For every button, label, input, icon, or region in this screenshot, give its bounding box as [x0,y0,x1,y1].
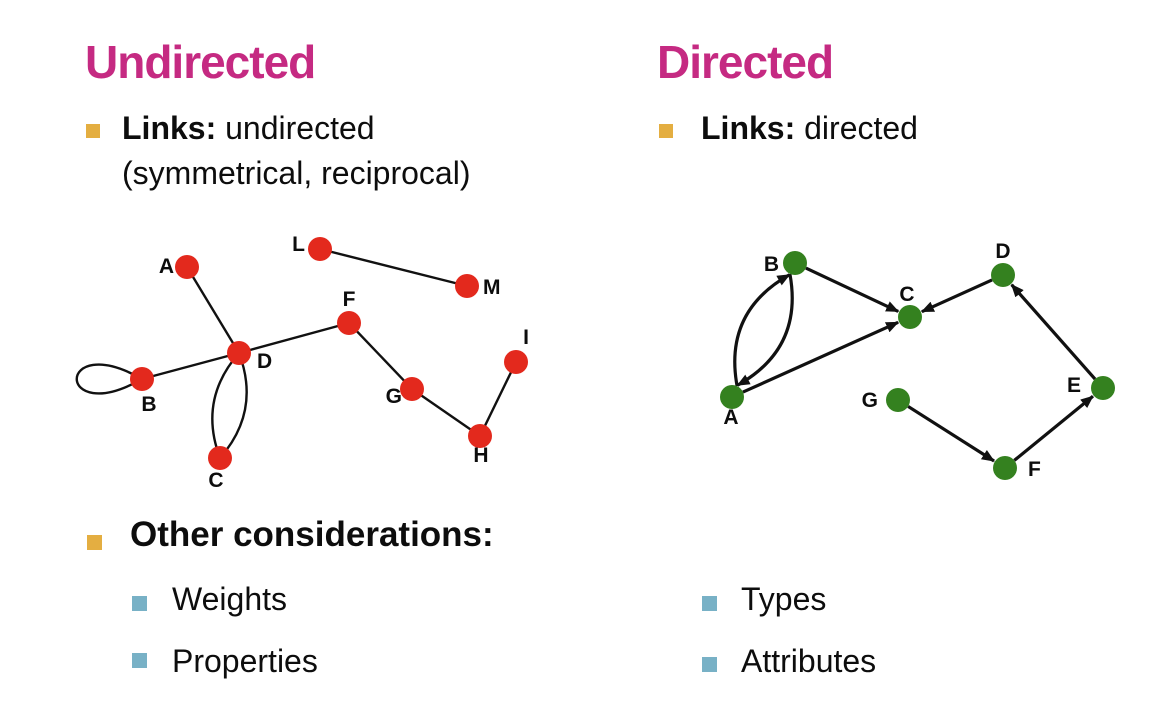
node-B [130,367,154,391]
node-label-C: C [208,469,223,492]
edge-B-C [805,266,900,313]
node-label-L: L [292,233,305,256]
bullet-square-gold [86,124,100,138]
undirected-links-item: Links: undirected (symmetrical, reciproc… [122,106,642,196]
node-label-F: F [343,288,356,311]
node-B [783,251,807,275]
links-label: Links: [701,110,796,146]
sub-item-types: Types [741,581,827,617]
directed-graph: B D C A E G F [720,240,1115,481]
edge-H-I [478,361,518,437]
node-label-F: F [1028,458,1041,481]
sub-item-weights: Weights [172,581,288,617]
bullet-square-blue [702,657,717,672]
edge-G-F [907,405,995,463]
links-text: directed [795,110,918,146]
bullet-square-blue [132,596,147,611]
double-edge-D-C-0 [219,352,248,459]
node-D [991,263,1015,287]
node-F [993,456,1017,480]
edge-G-H [411,388,481,437]
node-A [720,385,744,409]
edge-B-D [141,351,240,381]
bullet-square-blue [132,653,147,668]
bullet-square-gold [659,124,673,138]
node-label-B: B [141,393,156,416]
node-C [208,446,232,470]
other-considerations-heading: Other considerations: [130,515,494,554]
node-I [504,350,528,374]
sub-item-attributes: Attributes [741,643,877,679]
edge-A-D [185,266,241,354]
node-L [308,237,332,261]
self-loop-B [75,363,143,395]
node-C [898,305,922,329]
node-E [1091,376,1115,400]
node-M [455,274,479,298]
links-text: undirected [216,110,375,146]
node-F [337,311,361,335]
edge-F-E [1013,394,1094,462]
node-label-A: A [159,255,174,278]
node-label-M: M [483,276,501,299]
undirected-graph: A L M F D B C G H I [75,233,529,492]
node-label-D: D [257,350,272,373]
edge-E-D [1010,283,1097,381]
directed-links-item: Links: directed [701,106,1121,151]
node-label-E: E [1067,374,1081,397]
node-label-I: I [523,326,529,349]
directed-heading: Directed [657,36,834,88]
node-G [400,377,424,401]
links-line2: (symmetrical, reciprocal) [122,155,471,191]
bullet-square-gold [87,535,102,550]
node-label-A: A [723,406,738,429]
node-label-H: H [473,444,488,467]
node-label-G: G [862,389,878,412]
node-D [227,341,251,365]
undirected-heading: Undirected [85,36,316,88]
node-label-B: B [764,253,779,276]
edge-D-C [920,278,993,314]
edge-F-G [348,322,413,390]
edge-L-M [319,247,468,288]
node-label-G: G [386,385,402,408]
node-A [175,255,199,279]
edge-A-B [733,273,791,387]
links-label: Links: [122,110,217,146]
double-edge-D-C-1 [211,352,240,459]
edge-A-C [742,320,900,394]
node-H [468,424,492,448]
bullet-square-blue [702,596,717,611]
edge-B-A [736,273,794,387]
edge-D-F [238,321,350,355]
node-label-C: C [899,283,914,306]
sub-item-properties: Properties [172,643,318,679]
node-G [886,388,910,412]
node-label-D: D [995,240,1010,263]
